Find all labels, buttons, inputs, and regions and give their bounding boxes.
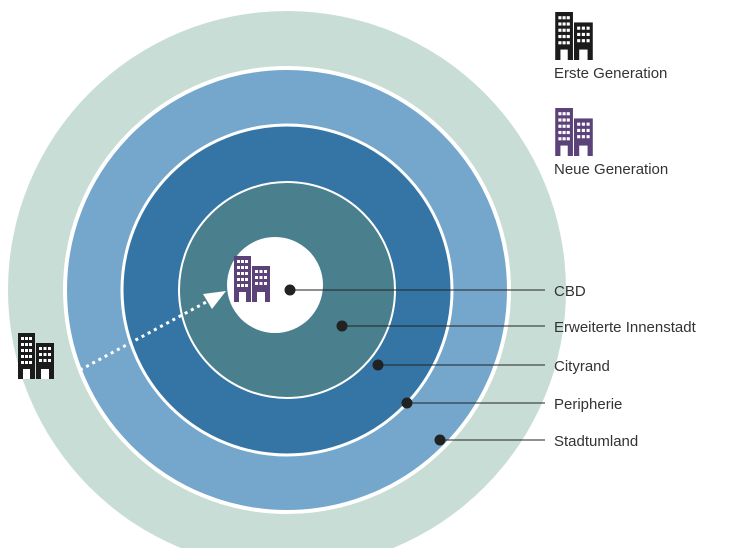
first-generation-legend-icon	[555, 12, 593, 60]
marker-dot-cityrand	[372, 359, 384, 371]
legend-label-new-generation: Neue Generation	[554, 161, 669, 178]
legend-new-generation: Neue Generation	[554, 108, 734, 178]
marker-dot-peripherie	[401, 397, 413, 409]
marker-dot-stadtumland	[434, 434, 446, 446]
legend-label-first-generation: Erste Generation	[554, 65, 668, 82]
label-cbd: CBD	[554, 283, 586, 300]
label-peripherie: Peripherie	[554, 396, 622, 413]
label-stadtumland: Stadtumland	[554, 433, 638, 450]
marker-dot-erweiterte-innenstadt	[336, 320, 348, 332]
legend-first-generation: Erste Generation	[554, 12, 734, 82]
label-cityrand: Cityrand	[554, 358, 610, 375]
marker-dot-cbd	[284, 284, 296, 296]
migration-arrow	[79, 291, 226, 372]
new-generation-legend-icon	[555, 108, 593, 156]
label-erweiterte-innenstadt: Erweiterte Innenstadt	[554, 319, 697, 336]
